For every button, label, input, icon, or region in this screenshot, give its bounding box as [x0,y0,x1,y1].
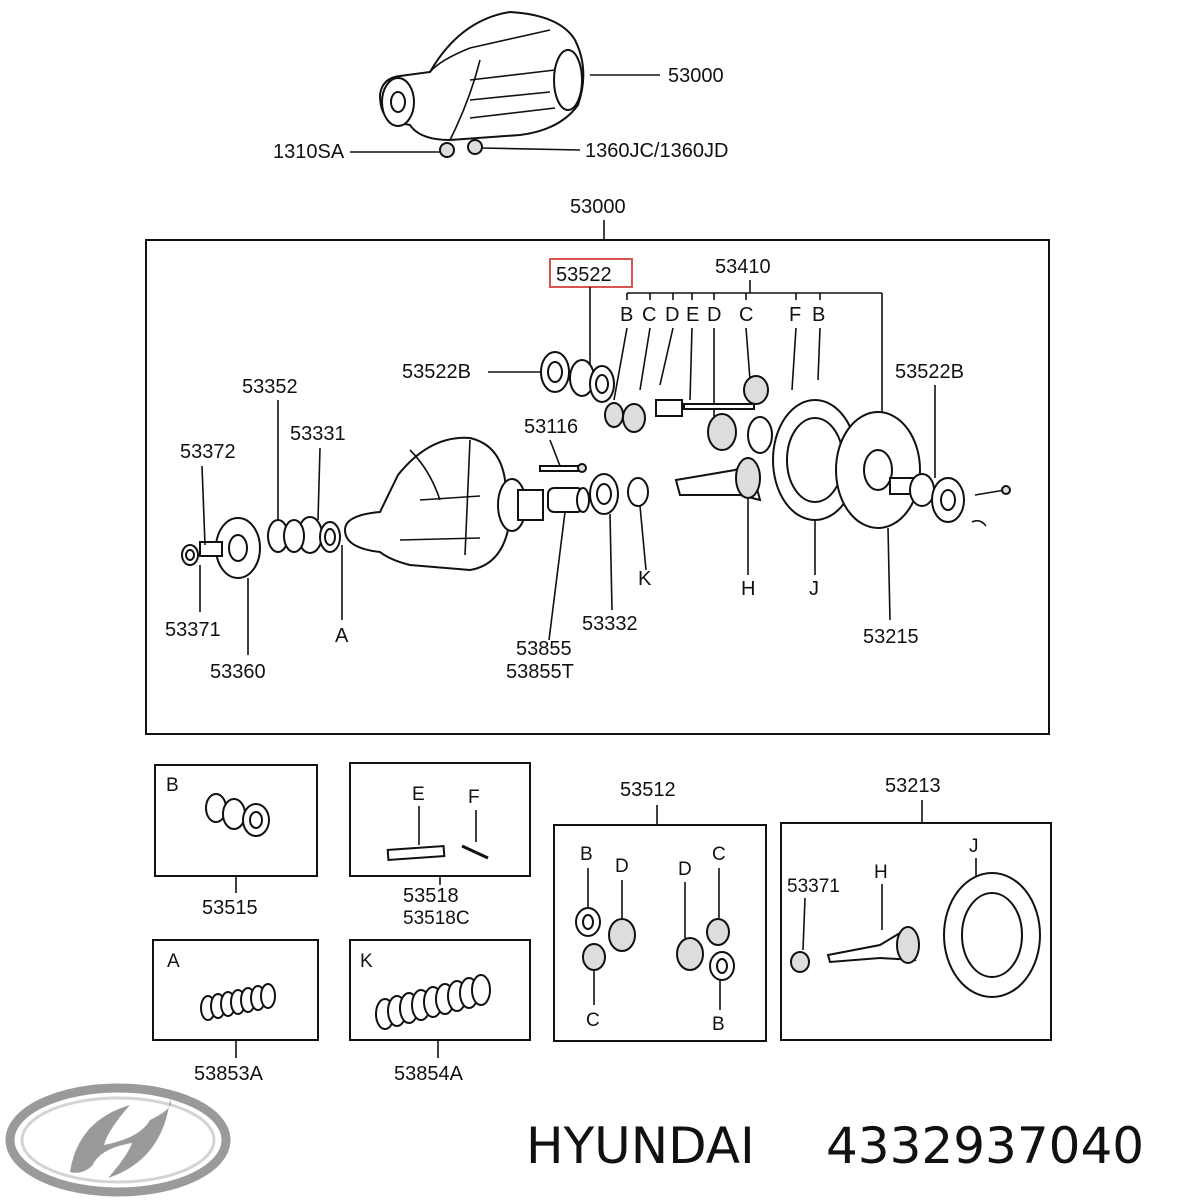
shim-k [627,477,649,507]
bearing-53522b-left [540,351,615,403]
letter-row: B C D E D C F B [613,293,825,420]
kit-ef-letter-e: E [412,784,425,805]
kit-b-letter: B [166,775,179,796]
letter-b-1: B [620,304,633,326]
kit-gears-part: 53512 [620,779,676,801]
kit-a-part: 53853A [194,1063,264,1085]
kit-ring-frame [780,822,1052,1041]
nut-53371 [181,544,199,566]
highlight-box-53522 [549,258,633,288]
label-53000-top: 53000 [668,65,724,87]
label-53522b-left: 53522B [402,361,471,383]
companion-flange-53360 [199,517,261,579]
label-53522-highlighted: 53522 [556,264,612,286]
nut-1360jc [467,139,483,155]
kit-ef-part: 53518 [403,885,459,907]
letter-c-2: C [739,304,753,326]
label-a: A [335,625,349,647]
kit-ef-pin-shaft [386,844,489,862]
main-exploded-view-frame [145,239,1050,735]
carrier-housing [343,436,544,572]
kit-k-shim-set [375,974,491,1030]
label-k: K [638,568,652,590]
kit-ring-j: J [969,836,979,857]
kit-gears-d2: D [678,859,692,880]
label-53352: 53352 [242,376,298,398]
kit-a-letter: A [167,951,180,972]
label-h: H [741,578,755,600]
label-j: J [809,578,819,600]
label-53855t: 53855T [506,661,574,683]
label-53331: 53331 [290,423,346,445]
label-1360jc-1360jd: 1360JC/1360JD [585,140,728,162]
pinion-gears-cluster [604,375,773,454]
kit-ef-letter-f: F [468,787,480,808]
differential-case-53215 [835,411,921,529]
kit-ef-frame [349,762,531,877]
kit-b-washers [205,793,270,837]
label-53116: 53116 [524,416,578,438]
letter-e: E [686,304,699,326]
letter-b-2: B [812,304,825,326]
brand-name: HYUNDAI [526,1117,755,1175]
label-53522b-right: 53522B [895,361,964,383]
kit-k-frame [349,939,531,1041]
drive-pinion-h [674,457,762,502]
label-53332: 53332 [582,613,638,635]
kit-k-part: 53854A [394,1063,464,1085]
label-53360: 53360 [210,661,266,683]
kit-ring-nut: 53371 [787,876,840,897]
kit-gears-frame [553,824,767,1042]
kit-ring-h: H [874,862,888,883]
kit-gears-c1: C [586,1010,600,1031]
letter-d-1: D [665,304,679,326]
nut-1310sa [439,142,455,158]
kit-b-part: 53515 [202,897,258,919]
label-53371: 53371 [165,619,221,641]
label-53410: 53410 [715,256,771,278]
bearing-53332 [589,473,619,515]
bearing-53522b-right [909,473,1011,527]
kit-ef-part-alt: 53518C [403,908,470,929]
letter-d-2: D [707,304,721,326]
kit-gears-d1: D [615,856,629,877]
kit-a-spacer-set [200,983,276,1021]
bolt-53116 [539,463,587,473]
bearing-53352 [267,519,305,553]
spacer-53855 [547,487,590,513]
label-53372: 53372 [180,441,236,463]
kit-gears-shapes [575,907,735,981]
label-1310sa: 1310SA [273,141,345,163]
main-box-title: 53000 [570,196,626,218]
kit-gears-b2: B [712,1014,725,1035]
letter-f: F [789,304,801,326]
ring-gear-j [772,399,858,521]
oil-seal-53331 [297,516,341,554]
top-differential-assembly [378,10,585,142]
kit-ring-part: 53213 [885,775,941,797]
hyundai-logo [5,1083,231,1197]
kit-ring-shapes [790,872,1041,998]
part-number: 4332937040 [826,1117,1144,1175]
label-53215: 53215 [863,626,919,648]
letter-c-1: C [642,304,656,326]
kit-gears-c2: C [712,844,726,865]
kit-gears-b1: B [580,844,593,865]
kit-k-letter: K [360,951,373,972]
label-53855: 53855 [516,638,572,660]
